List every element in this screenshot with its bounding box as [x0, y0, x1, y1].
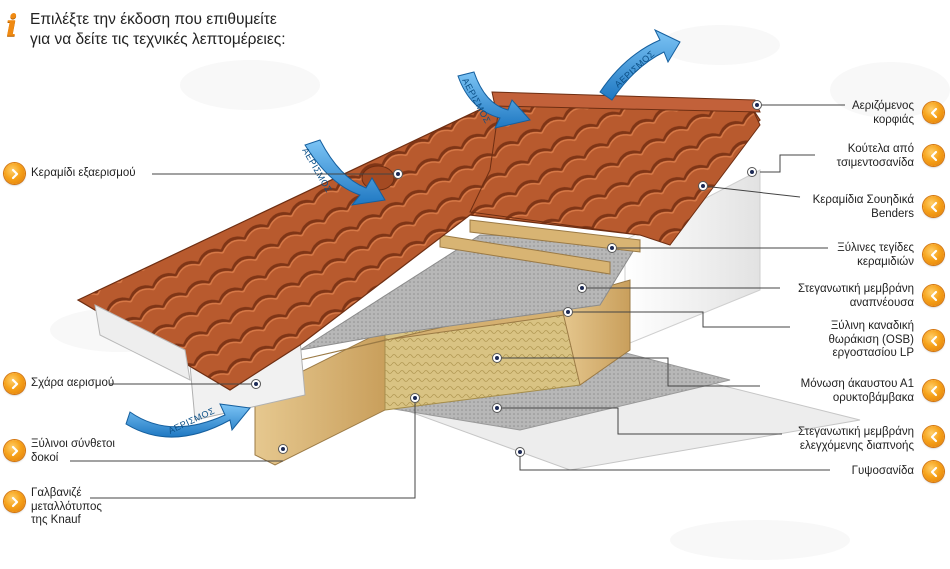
label-vapor-membrane[interactable]: Στεγανωτική μεμβράνη ελεγχόμενης διαπνοή… [798, 426, 914, 452]
left-fascia [94, 304, 191, 381]
benders-tiles-button[interactable] [923, 196, 944, 217]
tile-battens-group [439, 219, 641, 275]
label-benders-tiles[interactable]: Κεραμίδια Σουηδικά Benders [812, 194, 914, 220]
label-breathable-membrane[interactable]: Στεγανωτική μεμβράνη αναπνέουσα [798, 283, 914, 309]
instructions-text: Επιλέξτε την έκδοση που επιθυμείτε για ν… [30, 10, 286, 50]
chevron-right-icon [11, 496, 18, 507]
label-mineral-wool[interactable]: Μόνωση άκαυστου Α1 ορυκτοβάμβακα [800, 378, 914, 404]
chevron-right-icon [11, 378, 18, 389]
ridge-button[interactable] [923, 102, 944, 123]
cement-board-button[interactable] [923, 145, 944, 166]
chevron-left-icon [930, 290, 937, 301]
label-wood-beams[interactable]: Ξύλινοι σύνθετοι δοκοί [31, 438, 115, 464]
label-cement-board[interactable]: Κούτελα από τσιμεντοσανίδα [836, 143, 914, 169]
label-vent-tile[interactable]: Κεραμίδι εξαερισμού [31, 167, 136, 179]
chevron-right-icon [11, 445, 18, 456]
chevron-left-icon [930, 466, 937, 477]
chevron-left-icon [930, 249, 937, 260]
chevron-left-icon [930, 431, 937, 442]
vent-grid-button[interactable] [4, 373, 25, 394]
plasterboard-button[interactable] [923, 461, 944, 482]
callout-dots [251, 100, 762, 457]
chevron-left-icon [930, 385, 937, 396]
label-vent-grid[interactable]: Σχάρα αερισμού [31, 377, 115, 389]
airflow-arrow-3: ΑΕΡΙΣΜΟΣ [599, 28, 681, 101]
tile-battens-button[interactable] [923, 244, 944, 265]
chevron-left-icon [930, 201, 937, 212]
chevron-left-icon [930, 107, 937, 118]
leader-lines [70, 104, 845, 499]
chevron-right-icon [11, 168, 18, 179]
osb-sheathing-button[interactable] [923, 330, 944, 351]
mineral-wool-button[interactable] [923, 380, 944, 401]
instructions-line-1: Επιλέξτε την έκδοση που επιθυμείτε [30, 11, 277, 28]
vapor-membrane-button[interactable] [923, 426, 944, 447]
galvanized-profile-button[interactable] [4, 491, 25, 512]
wood-beam-front [254, 329, 386, 466]
chevron-left-icon [930, 150, 937, 161]
label-tile-battens[interactable]: Ξύλινες τεγίδες κεραμιδιών [837, 242, 914, 268]
vent-tile-button[interactable] [4, 163, 25, 184]
chevron-left-icon [930, 335, 937, 346]
label-plasterboard[interactable]: Γυψοσανίδα [851, 465, 914, 477]
info-icon: i [6, 9, 18, 44]
airflow-arrow-4: ΑΕΡΙΣΜΟΣ [125, 403, 251, 438]
label-galvanized-profile[interactable]: Γαλβανιζέ μεταλλότυπος της Knauf [31, 487, 102, 526]
label-osb-sheathing[interactable]: Ξύλινη καναδική θωράκιση (OSB) εργοστασί… [828, 320, 914, 359]
ridge-cap [491, 91, 761, 113]
label-ridge[interactable]: Αεριζόμενος κορφιάς [851, 100, 914, 126]
instructions-line-2: για να δείτε τις τεχνικές λεπτομέρειες: [30, 31, 286, 48]
wood-beams-button[interactable] [4, 440, 25, 461]
instructions-header: i Επιλέξτε την έκδοση που επιθυμείτε για… [6, 10, 286, 50]
breathable-membrane-button[interactable] [923, 285, 944, 306]
